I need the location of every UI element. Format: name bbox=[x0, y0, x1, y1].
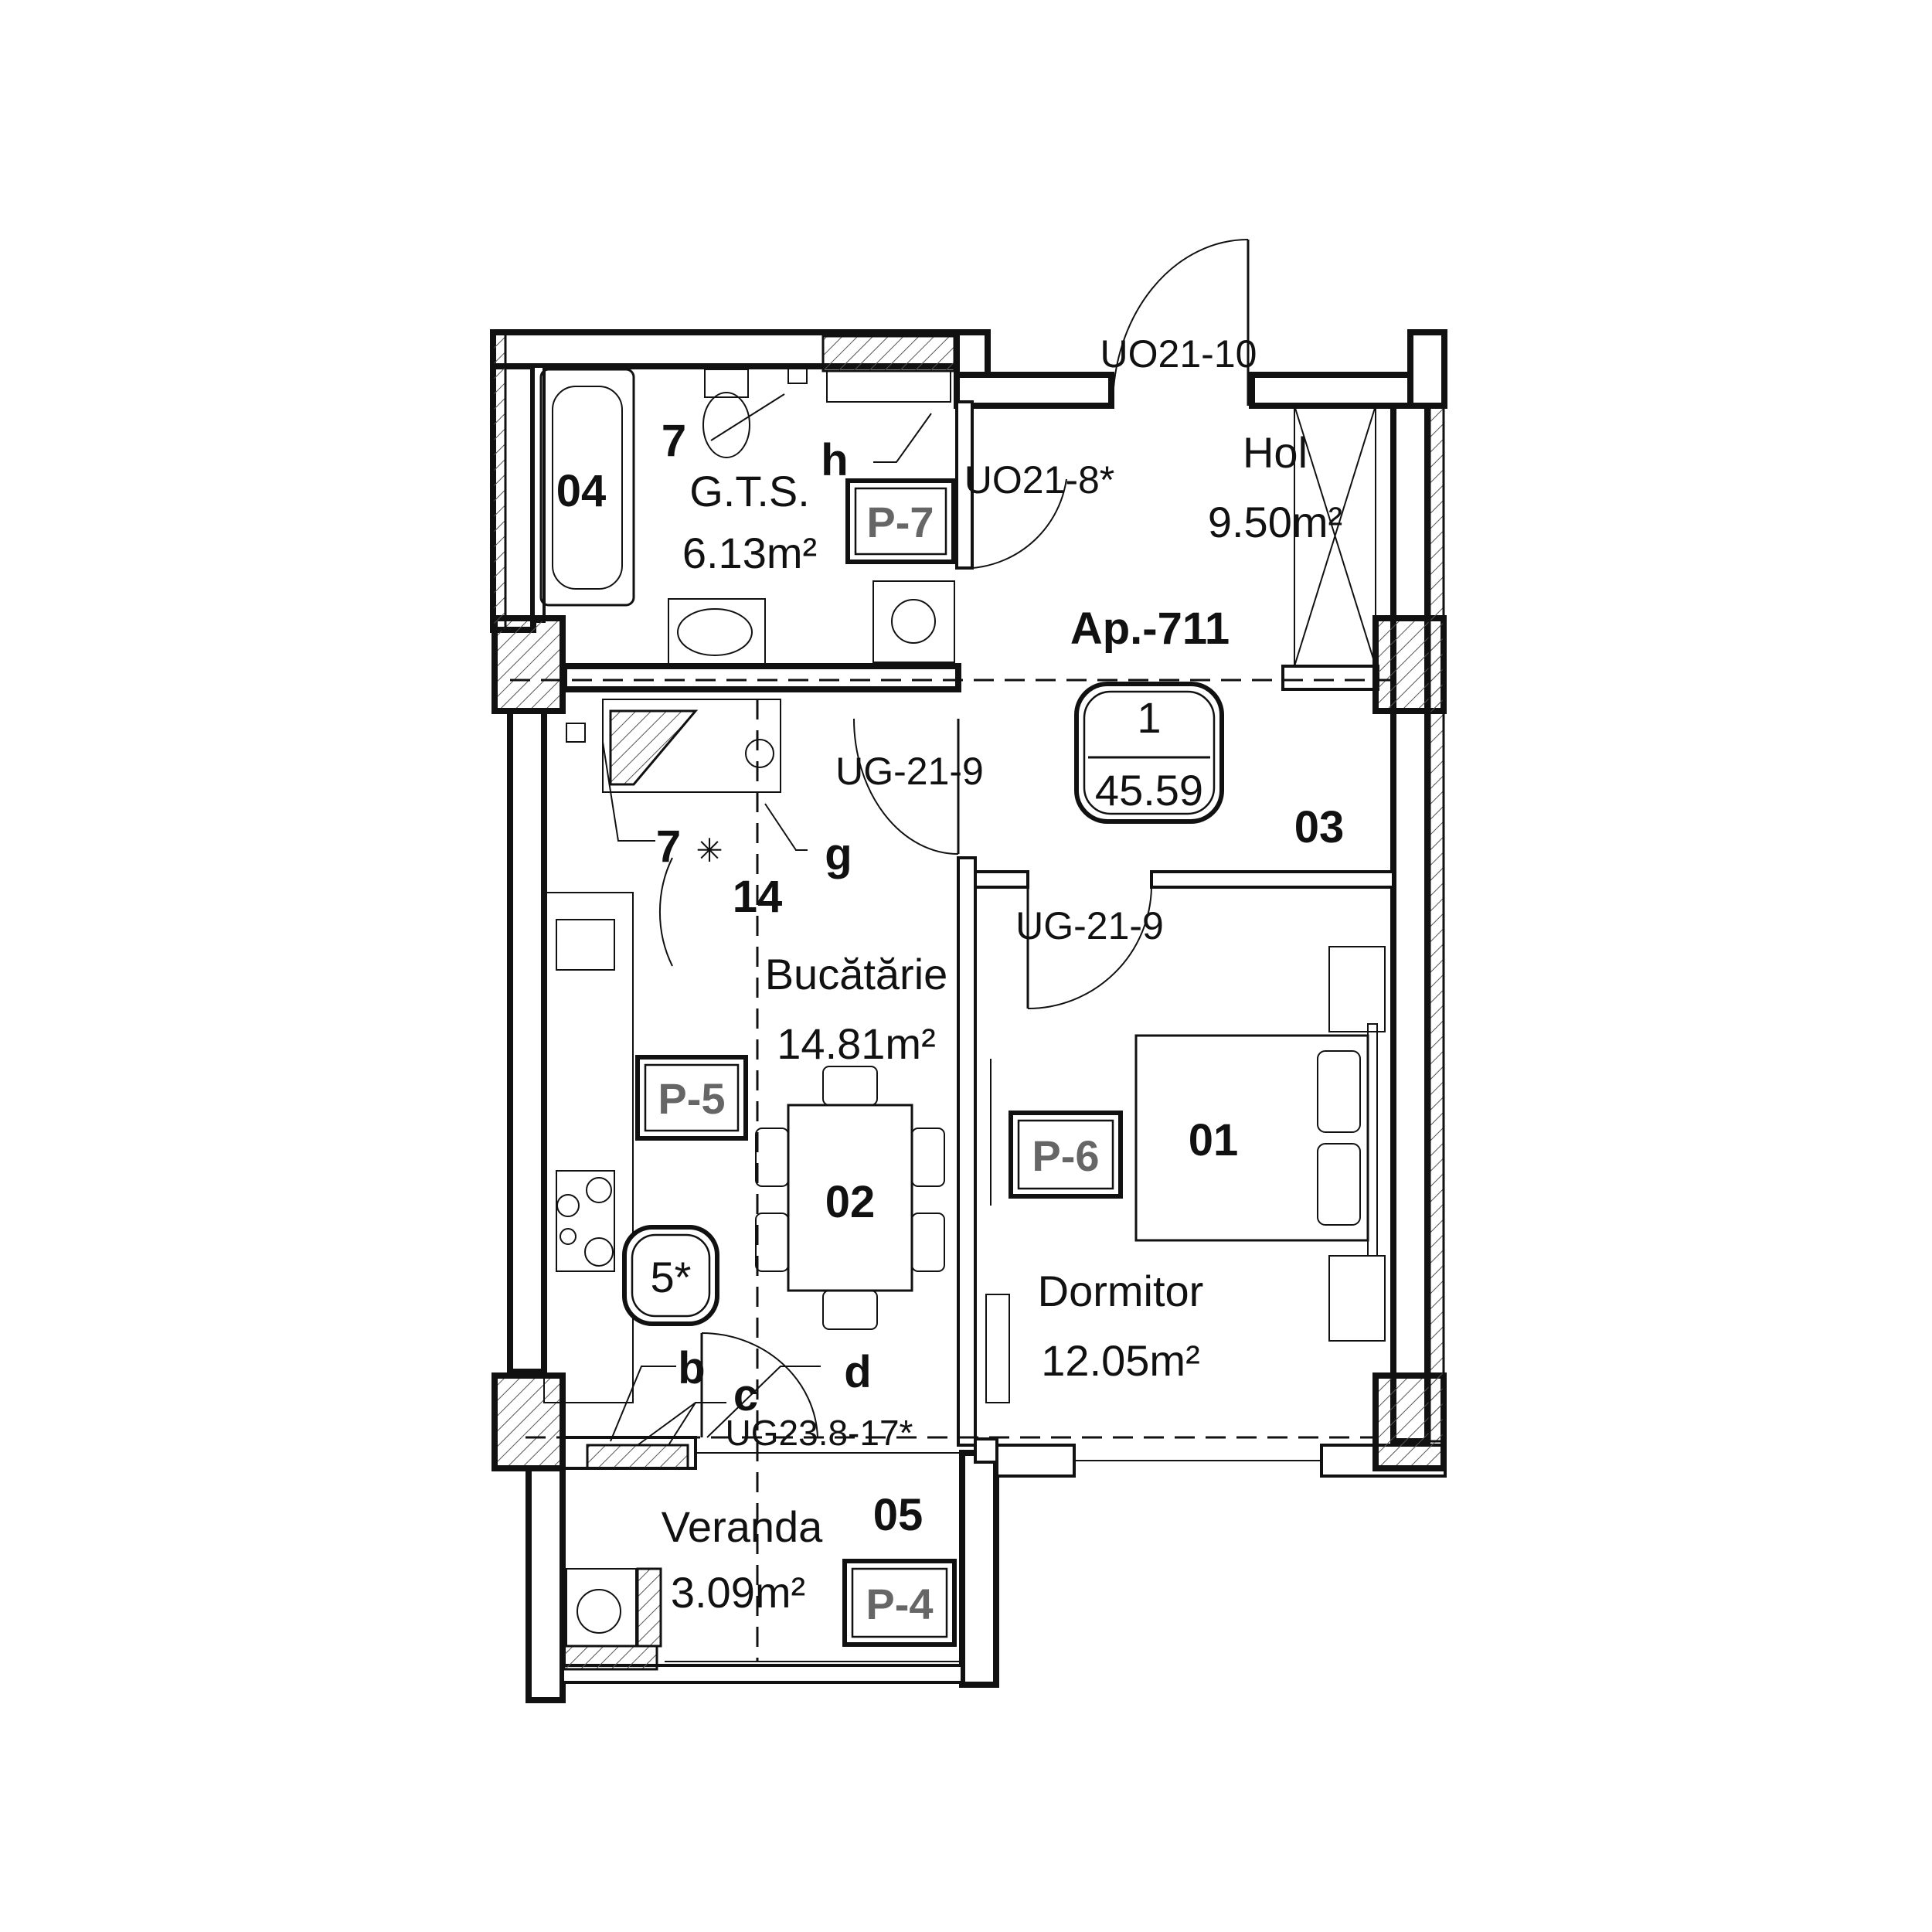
hol-wardrobe bbox=[1294, 405, 1376, 667]
meter-top bbox=[787, 364, 808, 384]
radiator bbox=[985, 1294, 1010, 1403]
wall-veranda-bottom bbox=[561, 1664, 964, 1684]
toilet-bowl bbox=[702, 392, 750, 458]
nightstand-bottom bbox=[1328, 1255, 1386, 1342]
marker-g: g bbox=[825, 829, 852, 879]
door-code-veranda: UG23.8-17* bbox=[726, 1413, 913, 1453]
toilet-tank bbox=[704, 369, 749, 398]
nightstand-top bbox=[1328, 946, 1386, 1032]
wall-left-lower bbox=[507, 708, 547, 1375]
apartment-title: Ap.-711 bbox=[1070, 604, 1230, 654]
wall-top-right-end bbox=[1407, 329, 1447, 409]
marker-seven-kitchen: 7 bbox=[656, 821, 681, 872]
veranda-boiler bbox=[566, 1568, 637, 1647]
wall-hol-bed-b bbox=[1150, 870, 1395, 889]
headboard bbox=[1367, 1023, 1378, 1257]
kitchen-boiler-dial bbox=[745, 739, 774, 768]
marker-d: d bbox=[844, 1347, 871, 1397]
wall-veranda-left bbox=[526, 1465, 566, 1703]
washing-machine-drum bbox=[891, 599, 936, 644]
markers: 7 h 7 g 14 ✳ b c d 5* bbox=[602, 393, 932, 1446]
room-area-veranda: 3.09m² bbox=[671, 1568, 805, 1617]
bathtub bbox=[539, 368, 635, 607]
apartment-total-area: 45.59 bbox=[1095, 766, 1203, 815]
room-id-04: 04 bbox=[556, 466, 607, 516]
marker-seven-top: 7 bbox=[662, 416, 686, 466]
marker-five-star: 5* bbox=[651, 1253, 692, 1301]
doors bbox=[658, 239, 1250, 1438]
room-id-03: 03 bbox=[1294, 802, 1345, 852]
room-area-bucatarie: 14.81m² bbox=[777, 1019, 935, 1068]
door-code-kitchen: UG-21-9 bbox=[835, 750, 984, 793]
shaft-top bbox=[821, 335, 956, 372]
marker-c: c bbox=[733, 1370, 758, 1420]
door-code-entrance: UO21-10 bbox=[1100, 332, 1257, 376]
panel-tag-p6: P-6 bbox=[1032, 1131, 1099, 1180]
column-left-top bbox=[492, 615, 566, 714]
wall-hol-partition bbox=[1281, 665, 1379, 691]
wall-bottom-a bbox=[974, 1437, 998, 1464]
shaft-veranda bbox=[563, 1645, 658, 1671]
door-code-bathroom: UO21-8* bbox=[964, 458, 1115, 502]
chair-right-2 bbox=[911, 1213, 945, 1272]
bed bbox=[1134, 1034, 1369, 1242]
chair-left-2 bbox=[755, 1213, 789, 1272]
apartment-type-number: 1 bbox=[1137, 693, 1161, 742]
bathroom-sink bbox=[677, 608, 753, 656]
walls bbox=[490, 329, 1447, 1703]
fixtures bbox=[492, 331, 1445, 1662]
wall-hol-bed-a bbox=[974, 870, 1029, 889]
bathroom-sink-cabinet bbox=[668, 598, 766, 665]
room-name-veranda: Veranda bbox=[662, 1502, 823, 1551]
room-area-gts: 6.13m² bbox=[682, 529, 817, 577]
light-fixture-icon: ✳ bbox=[696, 832, 723, 869]
apartment-tag: 1 45.59 bbox=[1074, 682, 1224, 824]
marker-h: h bbox=[821, 435, 848, 485]
chair-right-1 bbox=[911, 1128, 945, 1187]
pillow-1 bbox=[1317, 1050, 1361, 1133]
room-name-bucatarie: Bucătărie bbox=[765, 950, 948, 998]
wall-veranda-right bbox=[959, 1450, 999, 1688]
room-area-hol: 9.50m² bbox=[1208, 498, 1342, 546]
chair-left-1 bbox=[755, 1128, 789, 1187]
wall-top-hol-left bbox=[954, 372, 1114, 409]
room-name-gts: G.T.S. bbox=[689, 467, 810, 515]
bathtub-inner bbox=[552, 386, 623, 590]
room-area-dormitor: 12.05m² bbox=[1041, 1336, 1199, 1385]
axis-lines bbox=[510, 679, 1391, 1662]
room-id-01: 01 bbox=[1189, 1115, 1239, 1165]
kitchen-boiler-hatch bbox=[609, 709, 699, 786]
panel-tag-p5: P-5 bbox=[658, 1074, 725, 1123]
wall-right bbox=[1390, 403, 1430, 1444]
room-labels: 01 Dormitor 12.05m² 02 Bucătărie 14.81m²… bbox=[556, 428, 1345, 1617]
wall-kitchen-bedroom bbox=[957, 856, 977, 1447]
marker-b: b bbox=[678, 1343, 705, 1393]
column-left-bottom bbox=[492, 1372, 566, 1471]
boiler-top bbox=[826, 370, 951, 403]
kitchen-stove bbox=[556, 1170, 615, 1272]
chair-top bbox=[822, 1066, 878, 1106]
door-codes: UO21-10 UO21-8* UG-21-9 UG-21-9 UG23.8-1… bbox=[726, 332, 1257, 1453]
chair-bottom bbox=[822, 1290, 878, 1330]
shaft-bottom bbox=[586, 1444, 689, 1470]
panel-tags: P-7 P-5 P-6 P-4 bbox=[635, 478, 1123, 1647]
panel-tag-p7: P-7 bbox=[866, 498, 934, 546]
marker-fourteen: 14 bbox=[733, 872, 783, 922]
panel-tag-p4: P-4 bbox=[866, 1580, 933, 1628]
wall-bath-inner bbox=[532, 365, 546, 623]
room-name-dormitor: Dormitor bbox=[1038, 1267, 1204, 1315]
kitchen-sink bbox=[556, 919, 615, 971]
door-code-bedroom: UG-21-9 bbox=[1015, 904, 1164, 947]
pillow-2 bbox=[1317, 1143, 1361, 1226]
wall-top-hol-right bbox=[1249, 372, 1417, 409]
washing-machine bbox=[872, 580, 955, 663]
room-id-02: 02 bbox=[825, 1177, 876, 1227]
wall-bottom-b bbox=[995, 1444, 1076, 1478]
kitchen-counter bbox=[543, 892, 634, 1403]
wall-bath-kitchen bbox=[561, 663, 961, 692]
room-id-05: 05 bbox=[873, 1490, 923, 1540]
room-name-hol: Hol bbox=[1243, 428, 1308, 477]
meter-kitchen bbox=[566, 723, 586, 743]
